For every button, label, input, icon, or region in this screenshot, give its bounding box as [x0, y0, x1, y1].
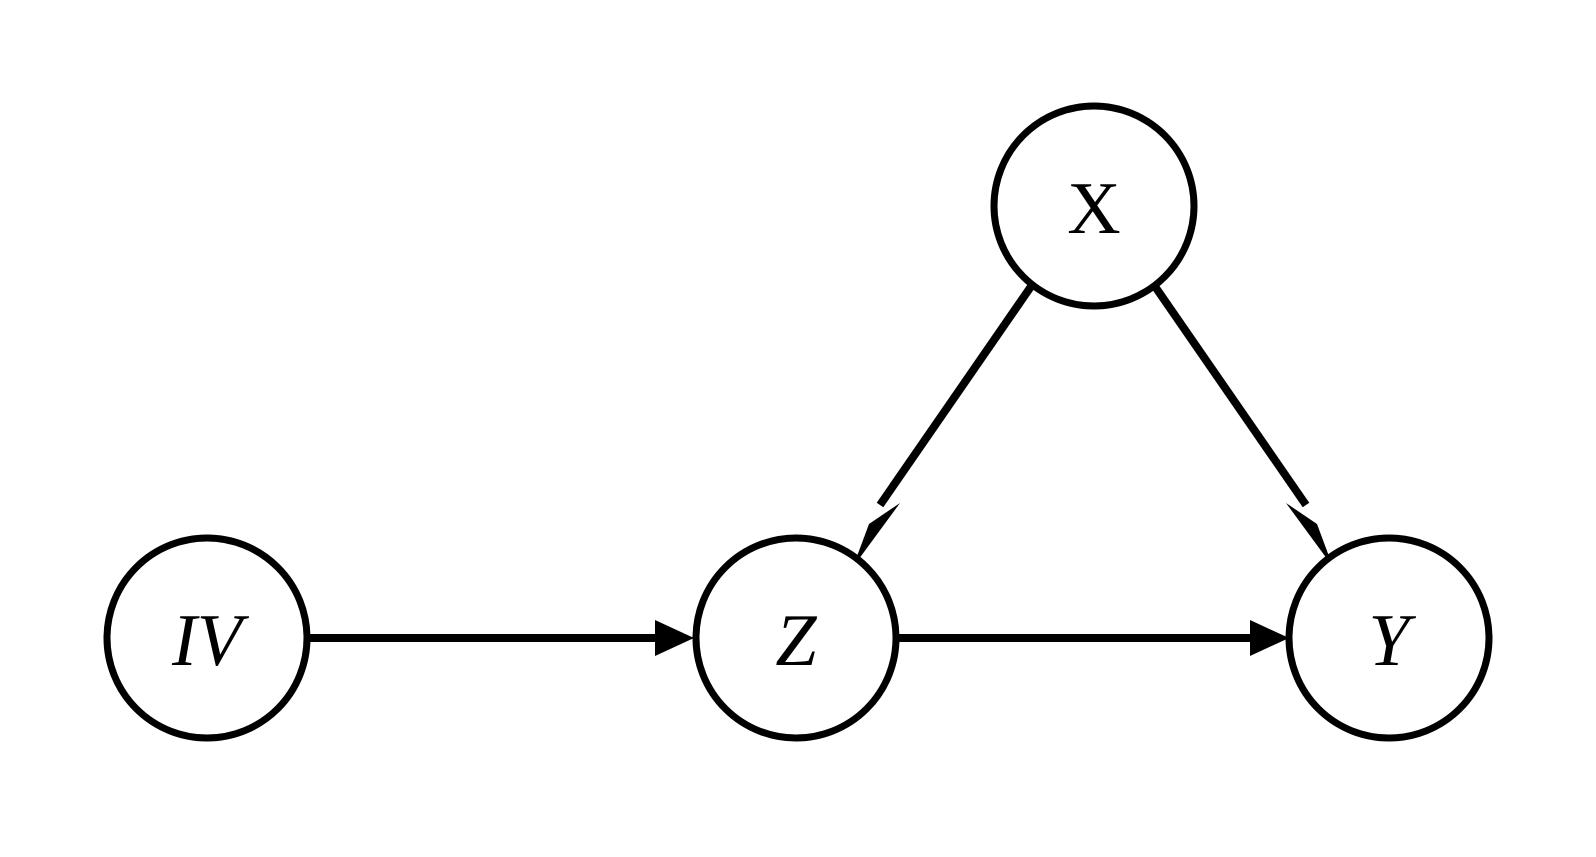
- node-y-circle[interactable]: [1285, 534, 1493, 742]
- node-z-circle[interactable]: [692, 534, 900, 742]
- edge-z-to-y-arrowhead: [1250, 620, 1289, 656]
- node-z-label: Z: [775, 600, 817, 682]
- edge-z-to-y: [897, 620, 1289, 656]
- node-x-circle[interactable]: [990, 102, 1198, 310]
- node-z[interactable]: Z: [692, 534, 900, 742]
- node-iv-label: IV: [171, 600, 250, 682]
- edge-x-to-y-shaft: [1150, 282, 1310, 508]
- edge-x-to-z: [853, 282, 1036, 567]
- node-x-label: X: [1067, 168, 1120, 250]
- edge-x-to-z-shaft: [876, 282, 1036, 508]
- edge-iv-to-z: [308, 620, 694, 656]
- node-x[interactable]: X: [990, 102, 1198, 310]
- node-iv[interactable]: IV: [103, 534, 311, 742]
- edge-x-to-y-arrowhead: [1286, 503, 1333, 567]
- node-y-label: Y: [1368, 600, 1416, 682]
- node-iv-circle[interactable]: [103, 534, 311, 742]
- edge-iv-to-z-arrowhead: [655, 620, 694, 656]
- edge-x-to-z-arrowhead: [853, 503, 900, 567]
- node-y[interactable]: Y: [1285, 534, 1493, 742]
- edge-x-to-y: [1150, 282, 1333, 567]
